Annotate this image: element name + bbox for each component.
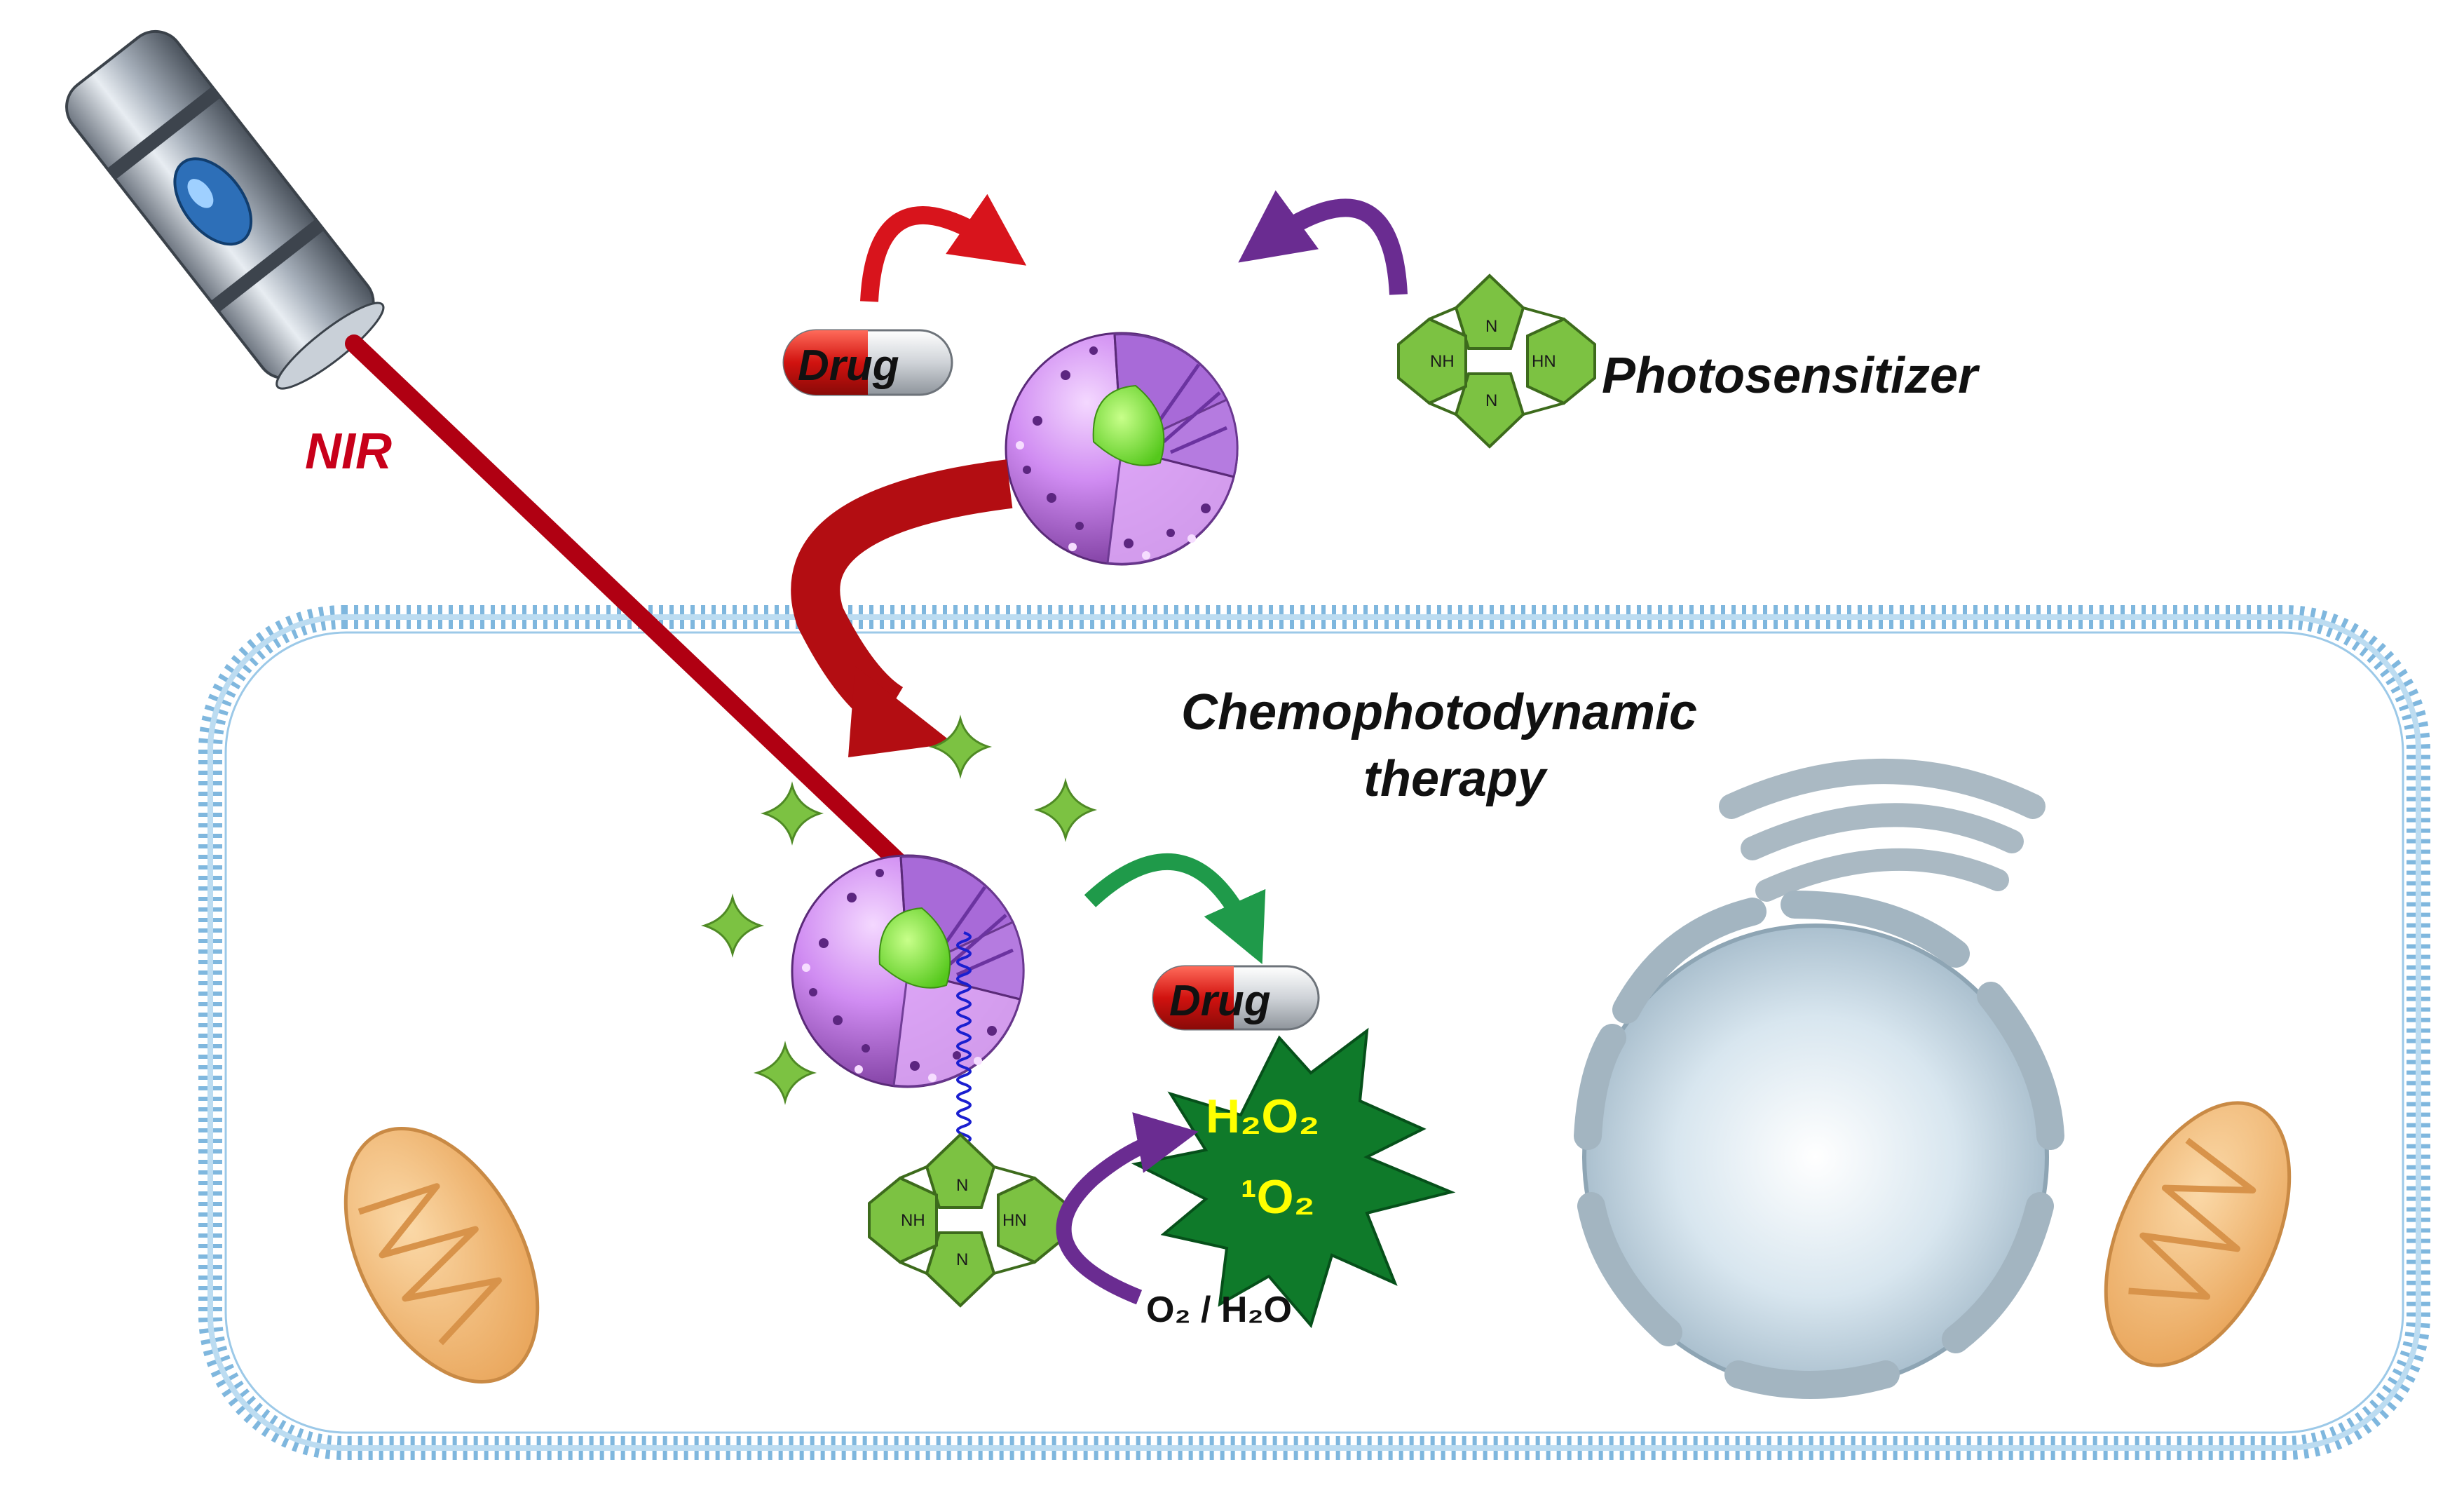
golgi-icon (1719, 759, 2046, 902)
ros-burst-icon: H₂O₂ ¹O₂ (1131, 1027, 1456, 1329)
nucleus-icon (1574, 891, 2064, 1399)
ps-top-hn: HN (1532, 352, 1556, 371)
therapy-label-line1: Chemophotodynamic (1181, 684, 1697, 740)
drug-bottom-label: Drug (1169, 977, 1271, 1025)
drug-capsule-bottom: Drug (1152, 965, 1320, 1031)
ps-star (703, 896, 762, 955)
ps-star (763, 784, 822, 843)
ros-generation-arrow (1056, 1112, 1199, 1305)
ros-h2o2: H₂O₂ (1206, 1090, 1319, 1143)
drug-capsule-top: Drug (782, 329, 953, 396)
mitochondrion-left-icon (343, 1127, 540, 1384)
load-drug-arrow (860, 194, 1027, 302)
nir-laser-beam (345, 334, 973, 933)
ps-top-n2: N (1485, 391, 1497, 410)
nanoparticle-top (1006, 333, 1237, 564)
delivery-arrow (791, 459, 1013, 757)
load-photosensitizer-arrow (1238, 190, 1408, 295)
ps-top-n1: N (1485, 317, 1497, 336)
ps-bottom-n2: N (956, 1250, 968, 1269)
ps-star (1036, 780, 1095, 839)
ps-bottom-n1: N (956, 1176, 968, 1195)
photosensitizer-molecule-bottom: NH HN N N (868, 1133, 1067, 1307)
mitochondrion-right-icon (2104, 1101, 2292, 1367)
cell-membrane (198, 605, 2430, 1460)
ps-bottom-hn: HN (1002, 1211, 1027, 1230)
therapy-label-line2: therapy (1363, 751, 1548, 807)
ros-singlet-oxygen: ¹O₂ (1241, 1170, 1315, 1224)
ps-top-nh: NH (1430, 352, 1455, 371)
drug-top-label: Drug (798, 341, 899, 390)
photosensitizer-molecule-top: NH HN N N (1397, 274, 1596, 448)
ps-star (756, 1043, 815, 1102)
linker-spring (956, 931, 972, 1170)
laser-pointer-icon (65, 29, 385, 390)
nanoparticle-bottom (792, 855, 1023, 1087)
drug-release-arrow (1084, 853, 1266, 965)
photosensitizer-label: Photosensitizer (1602, 348, 1980, 404)
ps-star (931, 717, 990, 776)
substrate-label: O₂ / H₂O (1146, 1290, 1292, 1330)
ps-bottom-nh: NH (901, 1211, 925, 1230)
nir-label: NIR (305, 424, 392, 480)
